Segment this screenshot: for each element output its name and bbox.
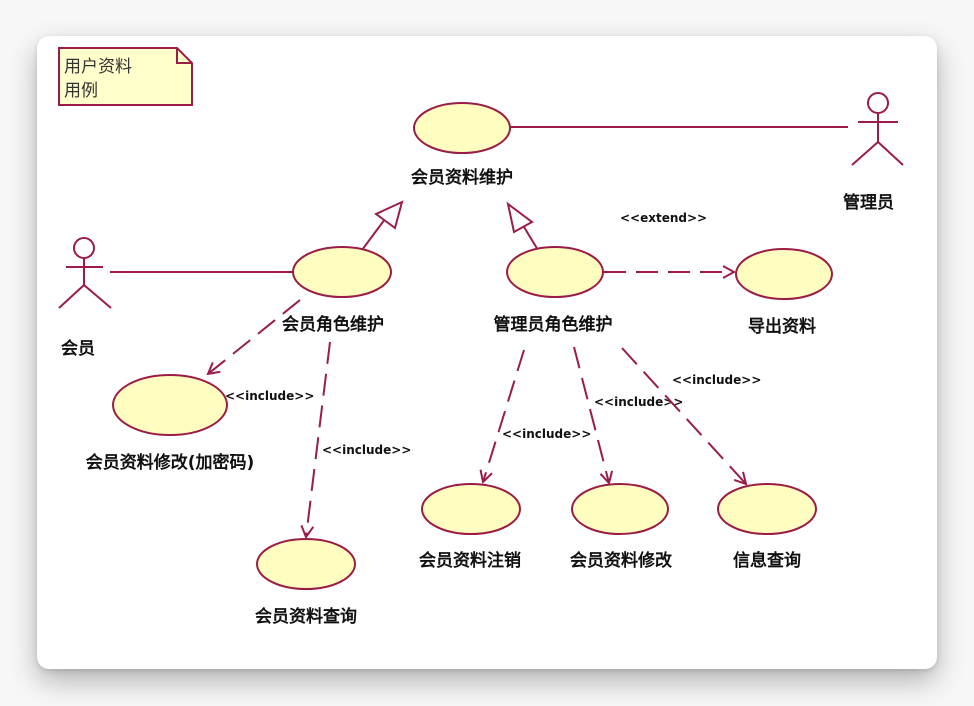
stick-figure-icon [58,237,112,309]
usecase-info-query[interactable]: 信息查询 [717,483,817,571]
usecase-member-query[interactable]: 会员资料查询 [255,538,357,627]
extend-label: <<extend>> [620,211,707,225]
usecase-member-cancel[interactable]: 会员资料注销 [419,483,521,571]
usecase-label: 会员资料维护 [411,167,513,188]
actor-label-admin: 管理员 [843,192,894,213]
diagram-note: 用户资料 用例 [58,47,193,106]
stick-figure-icon [851,92,904,166]
usecase-member-data-maintenance[interactable]: 会员资料维护 [411,102,513,188]
include-arrow-query [306,341,331,537]
include-arrow-cancel [483,349,525,482]
note-line-1: 用户资料 [64,57,132,77]
usecase-member-edit[interactable]: 会员资料修改 [570,483,673,571]
usecase-label: 导出资料 [748,316,816,337]
include-arrow-edit-pwd [208,299,301,374]
usecase-label: 会员资料修改 [570,550,673,571]
include-label-info: <<include>> [672,373,761,387]
actor-admin[interactable]: 管理员 [843,92,904,213]
include-arrow-edit [573,346,609,483]
include-label-edit: <<include>> [594,395,683,409]
usecase-member-role-maintenance[interactable]: 会员角色维护 [282,246,392,335]
actor-member[interactable]: 会员 [58,237,112,359]
include-label-cancel: <<include>> [502,427,591,441]
usecase-label: 会员资料查询 [255,606,357,627]
usecase-export-data[interactable]: 导出资料 [735,248,833,337]
usecase-member-edit-with-password[interactable]: 会员资料修改(加密码) [86,374,255,473]
include-label-query: <<include>> [322,443,411,457]
usecase-admin-role-maintenance[interactable]: 管理员角色维护 [494,246,613,335]
generalization-admin-role-to-maint [506,201,539,251]
usecase-label: 会员资料修改(加密码) [86,452,255,473]
include-arrow-info [621,347,746,484]
usecase-label: 信息查询 [733,550,801,571]
include-label-edit-pwd: <<include>> [225,389,314,403]
usecase-label: 会员资料注销 [419,550,521,571]
usecase-label: 管理员角色维护 [494,314,613,335]
actor-label-member: 会员 [61,338,95,359]
generalization-member-role-to-maint [361,200,404,251]
usecase-label: 会员角色维护 [282,314,384,335]
note-line-2: 用例 [64,81,98,101]
